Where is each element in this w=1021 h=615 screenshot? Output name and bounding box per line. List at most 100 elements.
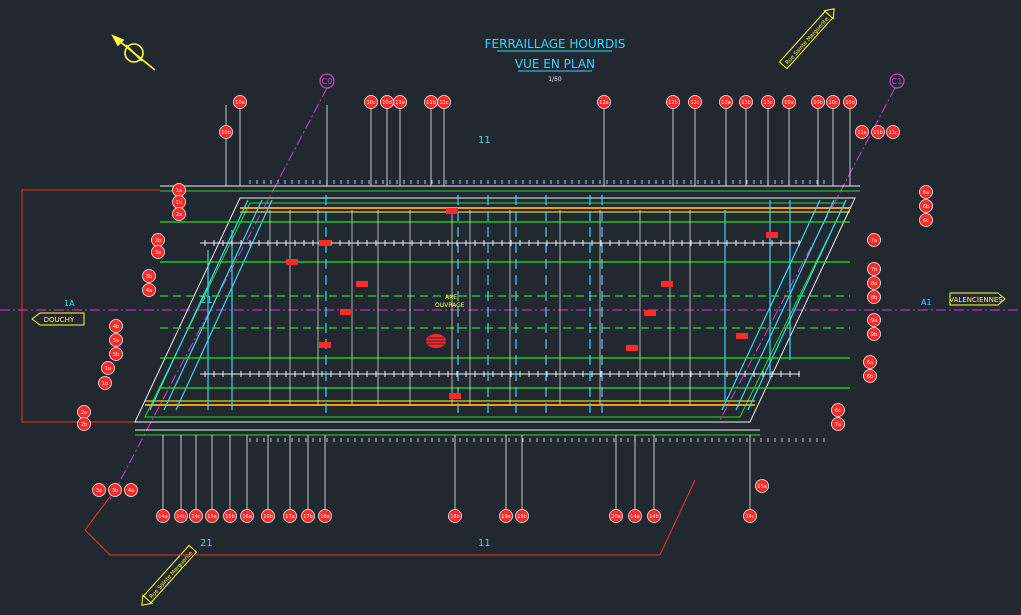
rebar-bubble-circle xyxy=(109,319,123,333)
axe-label-2: OUVRAGE xyxy=(435,302,465,309)
rebar-bubble-circle xyxy=(156,509,170,523)
rebar-bubble-label: 18a xyxy=(320,514,329,520)
rebar-bubble-label: 1b xyxy=(102,381,108,387)
rebar-bubble: 20a xyxy=(609,509,623,523)
rebar-bubble-label: 1b xyxy=(176,200,182,206)
rebar-bubble-label: 4a xyxy=(128,488,134,494)
rebar-bubble: 4a xyxy=(124,483,138,497)
rebar-bubble-circle xyxy=(499,509,513,523)
rebar-leaders xyxy=(162,105,851,514)
rebar-bubble-label: 7b xyxy=(871,267,877,273)
rebar-bubble-circle xyxy=(261,509,275,523)
direction-left-text: DOUCHY xyxy=(44,316,75,324)
rebar-bubble: 7a xyxy=(867,233,881,247)
rebar-marker xyxy=(286,259,298,265)
rebar-marker xyxy=(356,281,368,287)
rebar-bubble-label: 2b xyxy=(81,422,87,428)
rebar-bubble-circle xyxy=(142,269,156,283)
rebar-bubble-circle xyxy=(597,95,611,109)
c1-axis-line xyxy=(719,87,896,421)
rebar-bubble-label: 9a xyxy=(871,318,877,324)
section-marker-right: 21 xyxy=(200,538,213,549)
rebar-bubble: 11b xyxy=(424,95,438,109)
rebar-bubble-label: 4a xyxy=(146,288,152,294)
rebar-bubble: 1a xyxy=(101,361,115,375)
rebar-bubble-circle xyxy=(831,417,845,431)
rebar-bubble-circle xyxy=(233,95,247,109)
rebar-bubble-label: 6c xyxy=(923,218,929,224)
rebar-bubble-label: 6a xyxy=(867,360,873,366)
rebar-bubble: 6b xyxy=(863,369,877,383)
rebar-bubble-circle xyxy=(871,125,885,139)
rebar-marker xyxy=(766,232,778,238)
rebar-bubble: 1b xyxy=(172,195,186,209)
rebar-marker xyxy=(446,208,458,214)
rebar-bubble-label: 14a xyxy=(158,514,167,520)
rebar-bubble-circle xyxy=(318,509,332,523)
rebar-bubble-circle xyxy=(219,125,233,139)
rebar-bubble: 2a xyxy=(77,405,91,419)
rebar-bubble-circle xyxy=(223,509,237,523)
rebar-bubble: 11a xyxy=(855,125,869,139)
rebar-bubble: 11c xyxy=(437,95,451,109)
c1-axis-bubble xyxy=(889,73,905,89)
rebar-bubble-label: 8b xyxy=(871,295,877,301)
section-marker-bottom: 11 xyxy=(478,538,491,549)
rebar-bubble: 15a xyxy=(755,479,769,493)
rebar-bubble-label: 20a xyxy=(611,514,620,520)
direction-right-text: VALENCIENNES xyxy=(949,296,1003,304)
rebar-bubble-circle xyxy=(240,509,254,523)
rebar-bubble-circle xyxy=(109,333,123,347)
rebar-bubble: 4b xyxy=(109,319,123,333)
rebar-bubble: 10a xyxy=(233,95,247,109)
rebar-bubble-circle xyxy=(886,125,900,139)
rebar-bubble: 13a xyxy=(719,95,733,109)
rebar-bubble-circle xyxy=(98,376,112,390)
rebar-bubble-circle xyxy=(301,509,315,523)
rebar-bubble-label: 14b xyxy=(176,514,186,520)
rebar-bubble-label: 5b xyxy=(113,352,119,358)
rebar-bubble: 19b xyxy=(515,509,529,523)
section-marker-top: 11 xyxy=(478,135,491,146)
rebar-bubble-circle xyxy=(628,509,642,523)
rebar-bubble: 10d xyxy=(843,95,857,109)
rebar-bubble-label: 7a xyxy=(835,422,841,428)
drain-symbol xyxy=(426,334,446,348)
rebar-bubble-circle xyxy=(867,290,881,304)
rebar-bubble: 10a xyxy=(782,95,796,109)
rebar-bubble-label: 17a xyxy=(285,514,294,520)
rebar-bubble-circle xyxy=(283,509,297,523)
rebar-bubble-label: 7a xyxy=(871,238,877,244)
rebar-bubble: 12c xyxy=(688,95,702,109)
rebar-bubble: 15a xyxy=(205,509,219,523)
rebar-bubble-label: 3a xyxy=(155,250,161,256)
rebar-bubble: 18b xyxy=(448,509,462,523)
rebar-marker xyxy=(661,281,673,287)
rebar-marker xyxy=(736,333,748,339)
rebar-bubble-label: 13b xyxy=(741,100,751,106)
rebar-bubble-label: 10a xyxy=(235,100,244,106)
rebar-bubble: 3a xyxy=(92,483,106,497)
rebar-bubble-label: 11c xyxy=(888,130,897,136)
rebar-bubble-circle xyxy=(863,369,877,383)
north-arrow-icon xyxy=(111,34,156,71)
rebar-bubble-label: 14a xyxy=(630,514,639,520)
rebar-bubble-label: 10a xyxy=(784,100,793,106)
c0-axis-bubble xyxy=(319,73,335,89)
rebar-bubble-label: 10b xyxy=(221,130,231,136)
abutment-bands xyxy=(149,199,847,411)
rebar-bubble-label: 10c xyxy=(366,100,375,106)
rebar-marker xyxy=(340,309,352,315)
rebar-bubble: 12a xyxy=(597,95,611,109)
rebar-bubble-circle xyxy=(688,95,702,109)
rebar-marker xyxy=(319,240,331,246)
axis-label-left: 1A xyxy=(64,299,75,308)
rebar-bubble: 11b xyxy=(871,125,885,139)
rebar-bubble-circle xyxy=(831,403,845,417)
rebar-bubble-circle xyxy=(743,509,757,523)
rebar-bubble-circle xyxy=(609,509,623,523)
road-label-top-text: Rue Sainte Marguerite xyxy=(785,16,831,66)
